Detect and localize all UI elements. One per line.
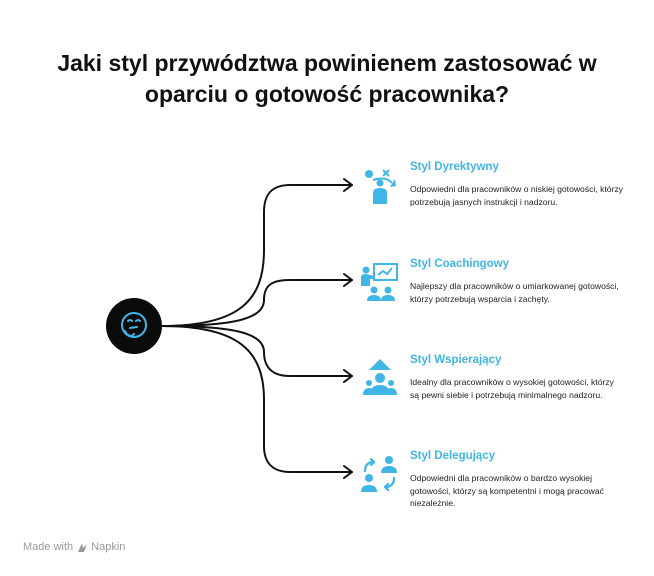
title-line-2: oparciu o gotowość pracownika? [144,81,510,107]
arrowhead-1 [343,178,353,192]
connector-1 [161,184,353,327]
connector-2 [161,279,353,327]
brand-link[interactable]: Napkin [77,541,125,553]
item-title-delegating: Styl Delegujący [410,450,496,462]
support-people-icon [360,357,400,397]
connector-3 [161,325,353,377]
item-desc-supporting: Idealny dla pracowników o wysokiej gotow… [410,377,614,400]
footer: Made with Napkin [23,541,125,553]
diagram-title: Jaki styl przywództwa powinienem zastoso… [0,48,654,110]
presentation-coach-icon [360,262,400,302]
delegate-people-icon [360,454,400,494]
connector-4 [161,325,353,473]
hub-circle [106,298,162,354]
brand-name: Napkin [91,541,126,553]
thinking-face-icon [121,312,147,338]
title-line-1: Jaki styl przywództwa powinienem zastoso… [57,50,597,76]
item-desc-delegating: Odpowiedni dla pracowników o bardzo wyso… [410,473,604,509]
item-title-coaching: Styl Coachingowy [410,258,510,270]
arrowhead-2 [343,273,353,287]
item-title-directive: Styl Dyrektywny [410,161,499,173]
item-title-supporting: Styl Wspierający [410,354,502,366]
arrowhead-4 [343,465,353,479]
made-with-label: Made with [23,541,74,553]
item-desc-directive: Odpowiedni dla pracowników o niskiej got… [410,184,624,207]
item-desc-coaching: Najlepszy dla pracowników o umiarkowanej… [410,281,619,304]
arrowhead-3 [343,369,353,383]
strategy-person-icon [360,166,400,206]
napkin-logo-icon [78,542,88,552]
